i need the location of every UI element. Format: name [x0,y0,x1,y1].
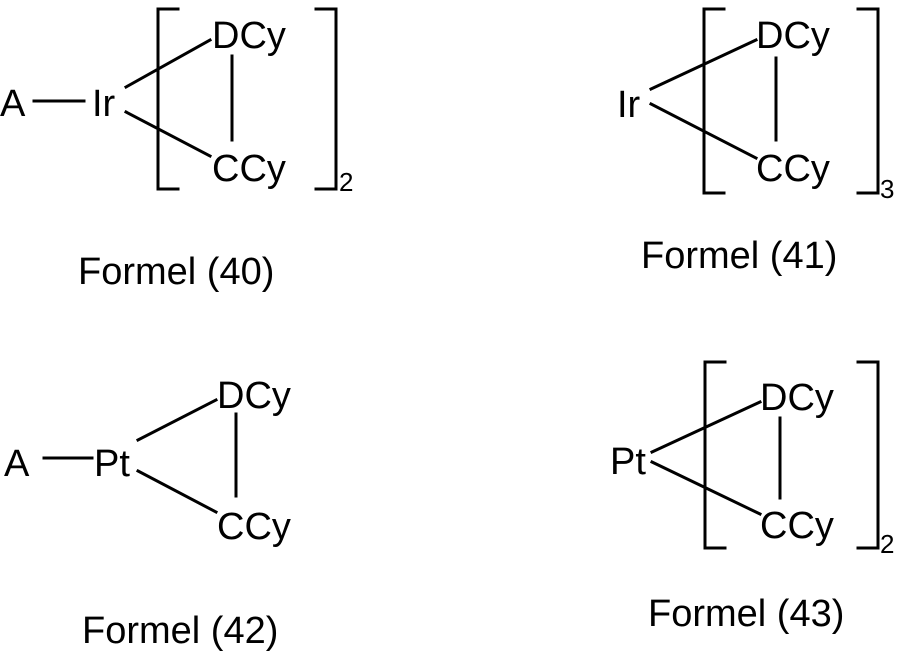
metal-carbon-bond [126,112,210,156]
ligand-count-subscript: 2 [880,529,894,559]
metal-ir-label: Ir [92,83,116,125]
metal-ir-label: Ir [617,84,641,126]
donor-dcy-label: DCy [756,15,830,57]
metal-carbon-bond [138,471,216,512]
right-bracket [858,9,878,193]
donor-dcy-label: DCy [212,15,286,57]
donor-dcy-label: DCy [217,375,291,417]
carbon-ccy-label: CCy [760,505,834,547]
substituent-a-label: A [0,83,26,125]
formula-43: Pt DCy CCy 2 Formel (43) [610,362,894,635]
formula-caption: Formel (41) [641,235,837,277]
metal-donor-bond [138,400,216,440]
formula-caption: Formel (40) [78,251,274,293]
right-bracket [316,9,336,189]
carbon-ccy-label: CCy [217,506,291,548]
ligand-count-subscript: 2 [339,167,353,197]
carbon-ccy-label: CCy [212,148,286,190]
metal-donor-bond [126,40,210,87]
formula-41: Ir DCy CCy 3 Formel (41) [617,9,894,277]
formula-caption: Formel (42) [82,610,278,652]
substituent-a-label: A [4,443,30,485]
formula-caption: Formel (43) [648,593,844,635]
metal-pt-label: Pt [610,441,646,483]
right-bracket [858,362,878,548]
donor-dcy-label: DCy [760,377,834,419]
metal-pt-label: Pt [94,443,130,485]
carbon-ccy-label: CCy [756,148,830,190]
formula-42: A Pt DCy CCy Formel (42) [4,375,291,652]
left-bracket [158,9,178,189]
formula-40: A Ir DCy CCy 2 Formel (40) [0,9,353,293]
ligand-count-subscript: 3 [880,174,894,204]
left-bracket [704,9,724,193]
left-bracket [705,362,725,548]
